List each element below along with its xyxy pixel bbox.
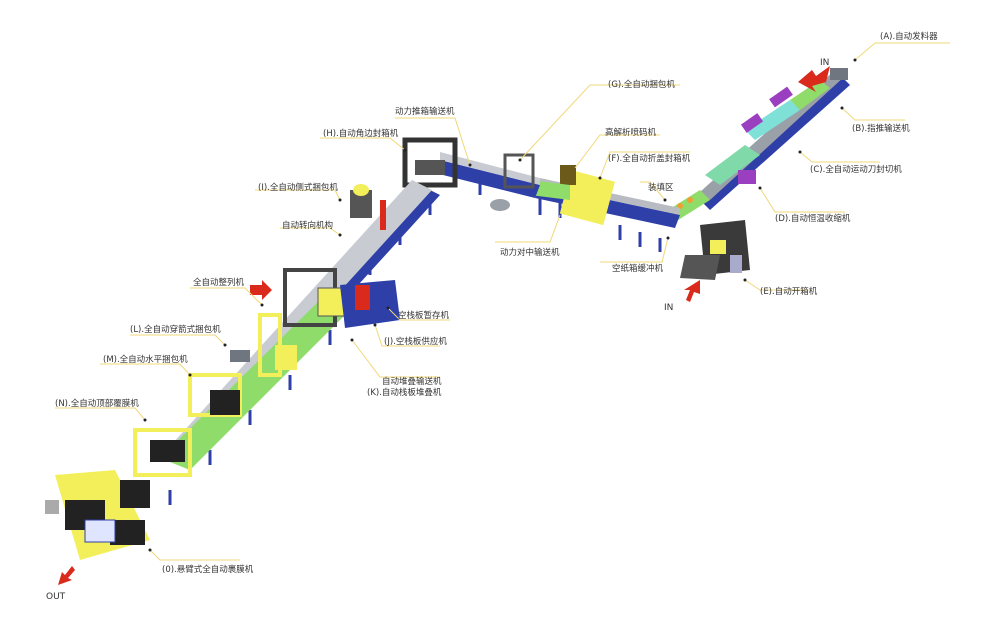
label-h-corner-sealer: (H).自动角边封箱机 (323, 129, 399, 139)
line-section-h-o (45, 180, 440, 560)
label-stack-conveyor: 自动堆叠输送机 (382, 377, 442, 387)
label-centering-conveyor: 动力对中输送机 (500, 248, 560, 258)
side-strapper-i (350, 190, 372, 218)
arrow-out (58, 566, 75, 585)
label-f-case-sealer: (F).全自动折盖封箱机 (608, 154, 691, 164)
label-g-strapper: (G).全自动捆包机 (608, 80, 675, 90)
leader-dots (143, 58, 857, 552)
feeder-block (830, 68, 848, 80)
label-l-arch-strapper: (L).全自动穿箭式捆包机 (130, 325, 221, 335)
label-o-stretch-wrapper: (0).悬臂式全自动裹膜机 (162, 565, 254, 575)
shrink-tunnel-panel (738, 170, 756, 184)
label-out: OUT (46, 592, 66, 602)
arrow-in-bottom (684, 280, 700, 302)
label-push-conveyor: 动力推箱输送机 (395, 107, 455, 117)
arrow-in-top (798, 66, 830, 92)
label-in-bottom: IN (664, 303, 674, 313)
line-section-f-g (530, 165, 680, 228)
leader-lines (55, 42, 950, 561)
label-pallet-storage: 空栈板暂存机 (398, 311, 450, 321)
label-d-shrink-tunnel: (D).自动恒温收缩机 (775, 214, 851, 224)
label-aligner: 全自动整列机 (193, 278, 245, 288)
label-coder: 高解析喷码机 (605, 128, 657, 138)
label-b-finger-push-conveyor: (B).指推输送机 (852, 124, 910, 134)
label-c-sealer-cutter: (C).全自动运动刀封切机 (810, 165, 902, 175)
label-filling-zone: 装填区 (648, 183, 674, 193)
label-k-palletizer: (K).自动栈板堆叠机 (367, 388, 442, 398)
label-e-case-erector: (E).自动开箱机 (760, 287, 818, 297)
label-i-side-strapper: (I).全自动侧式捆包机 (258, 183, 338, 193)
label-n-top-sheeter: (N).全自动顶部覆膜机 (55, 399, 139, 409)
corner-sealer-h (402, 137, 458, 188)
label-turning: 自动转向机构 (282, 221, 334, 231)
label-m-horizontal-strapper: (M).全自动水平捆包机 (103, 355, 188, 365)
line-section-g-h (402, 137, 540, 211)
flow-arrows (58, 66, 830, 585)
label-j-pallet-supply: (J).空栈板供应机 (384, 337, 447, 347)
case-erector (680, 220, 750, 280)
label-a-auto-feeder: (A).自动发料器 (880, 32, 938, 42)
line-section-a-d (665, 68, 850, 222)
label-in-top: IN (820, 58, 830, 68)
label-carton-buffer: 空纸箱缓冲机 (612, 264, 664, 274)
arrow-in-aligner (250, 280, 272, 300)
